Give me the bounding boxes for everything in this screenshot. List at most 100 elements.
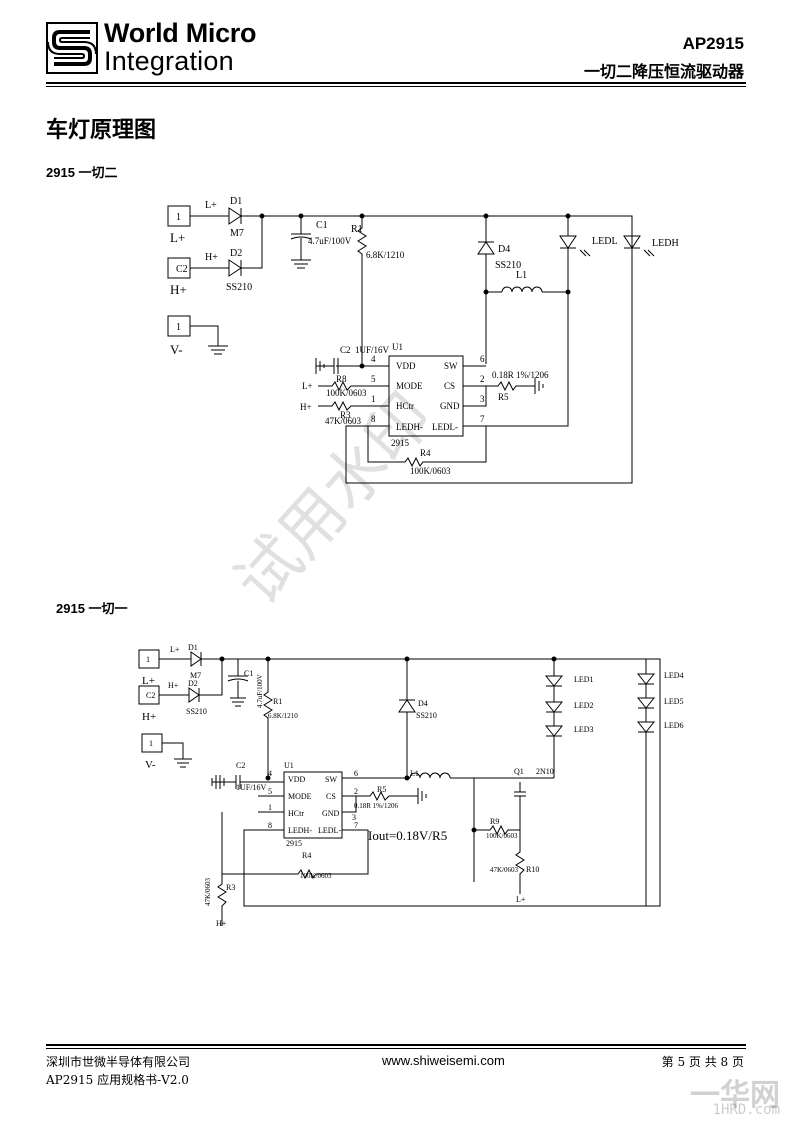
c2-t-d1: D1 (188, 643, 198, 652)
c1-t-p4: 4 (371, 354, 376, 364)
c2-t-iout: Iout=0.18V/R5 (368, 828, 447, 843)
c2-t-c2: C2 (146, 691, 155, 700)
c2-t-p3: 3 (352, 813, 356, 822)
c1-t-c1name: C1 (316, 220, 328, 231)
c2-t-r9val: 100K/0603 (486, 832, 518, 840)
c1-t-gnd: GND (440, 401, 460, 411)
c2-t-c2name: C2 (236, 761, 245, 770)
c2-t-led5: LED5 (664, 697, 684, 706)
c1-t-r1: R1 (351, 224, 363, 235)
circuit1-label: 2915 一切二 (46, 165, 118, 180)
footer-doc: AP2915 应用规格书-V2.0 (46, 1073, 189, 1087)
c2-t-r10val: 47K/0603 (490, 866, 519, 874)
c1-t-r4: R4 (420, 448, 431, 458)
circuit2-label: 2915 一切一 (56, 601, 128, 616)
c1-t-p8: 8 (371, 414, 376, 424)
c1-led-ledl (559, 235, 577, 249)
c1-t-hctr: HCtr (396, 401, 414, 411)
c1-t-c3: 1 (176, 322, 181, 333)
c2-t-r1val: 6.8K/1210 (268, 712, 298, 720)
c2-t-hctr: HCtr (288, 809, 304, 818)
c2-led-string-2 (636, 659, 656, 906)
c1-t-hp: H+ (170, 282, 187, 297)
footer-rule (46, 1044, 746, 1046)
document-subtitle: 一切二降压恒流驱动器 (583, 64, 744, 81)
c1-t-r5: R5 (498, 392, 509, 402)
c2-t-hpnet: H+ (168, 681, 179, 690)
c2-t-r3: R3 (226, 883, 235, 892)
c2-t-l1: L1 (410, 769, 419, 778)
c2-t-q1val: 2N10 (536, 767, 554, 776)
c1-t-r3: R3 (340, 410, 351, 420)
header-rule (46, 82, 746, 84)
c1-t-c2: C2 (176, 264, 188, 275)
c2-t-p8: 8 (268, 821, 272, 830)
c1-t-vdd: VDD (396, 361, 416, 371)
c1-t-lin: L+ (302, 381, 313, 391)
c2-t-m7: M7 (190, 671, 201, 680)
c2-t-gnd: GND (322, 809, 340, 818)
c2-diode-d1 (190, 651, 202, 667)
c1-t-p2: 2 (480, 374, 485, 384)
c1-t-r8val: 100K/0603 (326, 388, 367, 398)
c2-t-led1: LED1 (574, 675, 594, 684)
c1-diode-d1 (228, 207, 242, 225)
c2-t-r3val: 47K/0603 (204, 878, 212, 907)
c1-t-p6: 6 (480, 354, 485, 364)
c2-t-p2: 2 (354, 787, 358, 796)
c2-t-p7: 7 (354, 821, 358, 830)
part-number: AP2915 (682, 34, 744, 53)
c2-t-ss210a: SS210 (186, 707, 207, 716)
c1-diode-d2 (228, 259, 242, 277)
c2-t-vdd: VDD (288, 775, 306, 784)
page-header: World Micro Integration AP2915 一切二降压恒流驱动… (0, 0, 794, 90)
company-logo-icon (46, 22, 98, 74)
c2-t-ss210b: SS210 (416, 711, 437, 720)
corner-watermark-site: 1HRD.com (712, 1102, 780, 1118)
c2-diode-d4 (398, 659, 416, 778)
c2-t-sw: SW (325, 775, 337, 784)
c2-resistor-r9-r10 (474, 824, 525, 894)
c1-t-r4val: 100K/0603 (410, 466, 451, 476)
c1-inductor-l1 (501, 286, 543, 293)
c2-t-d2: D2 (188, 679, 198, 688)
footer-website[interactable]: www.shiweisemi.com (382, 1053, 505, 1068)
c2-t-r9: R9 (490, 817, 499, 826)
c2-t-p1: 1 (268, 803, 272, 812)
c1-t-d1: D1 (230, 196, 242, 207)
c2-resistor-r3 (217, 874, 227, 926)
c2-t-c3: 1 (149, 739, 153, 748)
c2-t-p6: 6 (354, 769, 358, 778)
c2-t-u1: U1 (284, 761, 294, 770)
c1-t-ledhm: LEDH- (396, 422, 423, 432)
c2-t-p5: 5 (268, 787, 272, 796)
brand-line-2: Integration (104, 46, 234, 76)
header-rule-thin (46, 86, 746, 87)
c1-t-ss210b: SS210 (495, 260, 521, 271)
c1-t-hpnet: H+ (205, 252, 218, 263)
corner-watermark: 一华网 (690, 1078, 780, 1113)
c1-t-l1: L1 (516, 270, 527, 281)
c2-t-c1name: C1 (244, 669, 253, 678)
c1-t-vm: V- (170, 342, 183, 357)
section-title: 车灯原理图 (46, 117, 157, 142)
c2-t-r10: R10 (526, 865, 539, 874)
c1-diode-d4 (477, 241, 495, 255)
c2-t-p4: 4 (268, 769, 272, 778)
c2-ic-u1 (283, 771, 343, 839)
c2-t-lp: L+ (142, 675, 155, 687)
c2-t-led4: LED4 (664, 671, 684, 680)
c1-t-c1val: 4.7uF/100V (308, 236, 352, 246)
footer-rule-thin (46, 1048, 746, 1049)
c1-t-r3val: 47K/0603 (325, 416, 362, 426)
c2-t-vm: V- (145, 759, 156, 771)
c2-t-led6: LED6 (664, 721, 684, 730)
c1-t-c2val: 1UF/16V (355, 345, 390, 355)
c1-t-chip: 2915 (391, 438, 410, 448)
c2-t-hbot: H+ (216, 919, 227, 928)
c1-t-r8: R8 (336, 374, 347, 384)
c1-t-cs: CS (444, 381, 455, 391)
c2-t-led3: LED3 (574, 725, 594, 734)
c2-t-hp: H+ (142, 711, 156, 723)
c1-t-mode: MODE (396, 381, 423, 391)
